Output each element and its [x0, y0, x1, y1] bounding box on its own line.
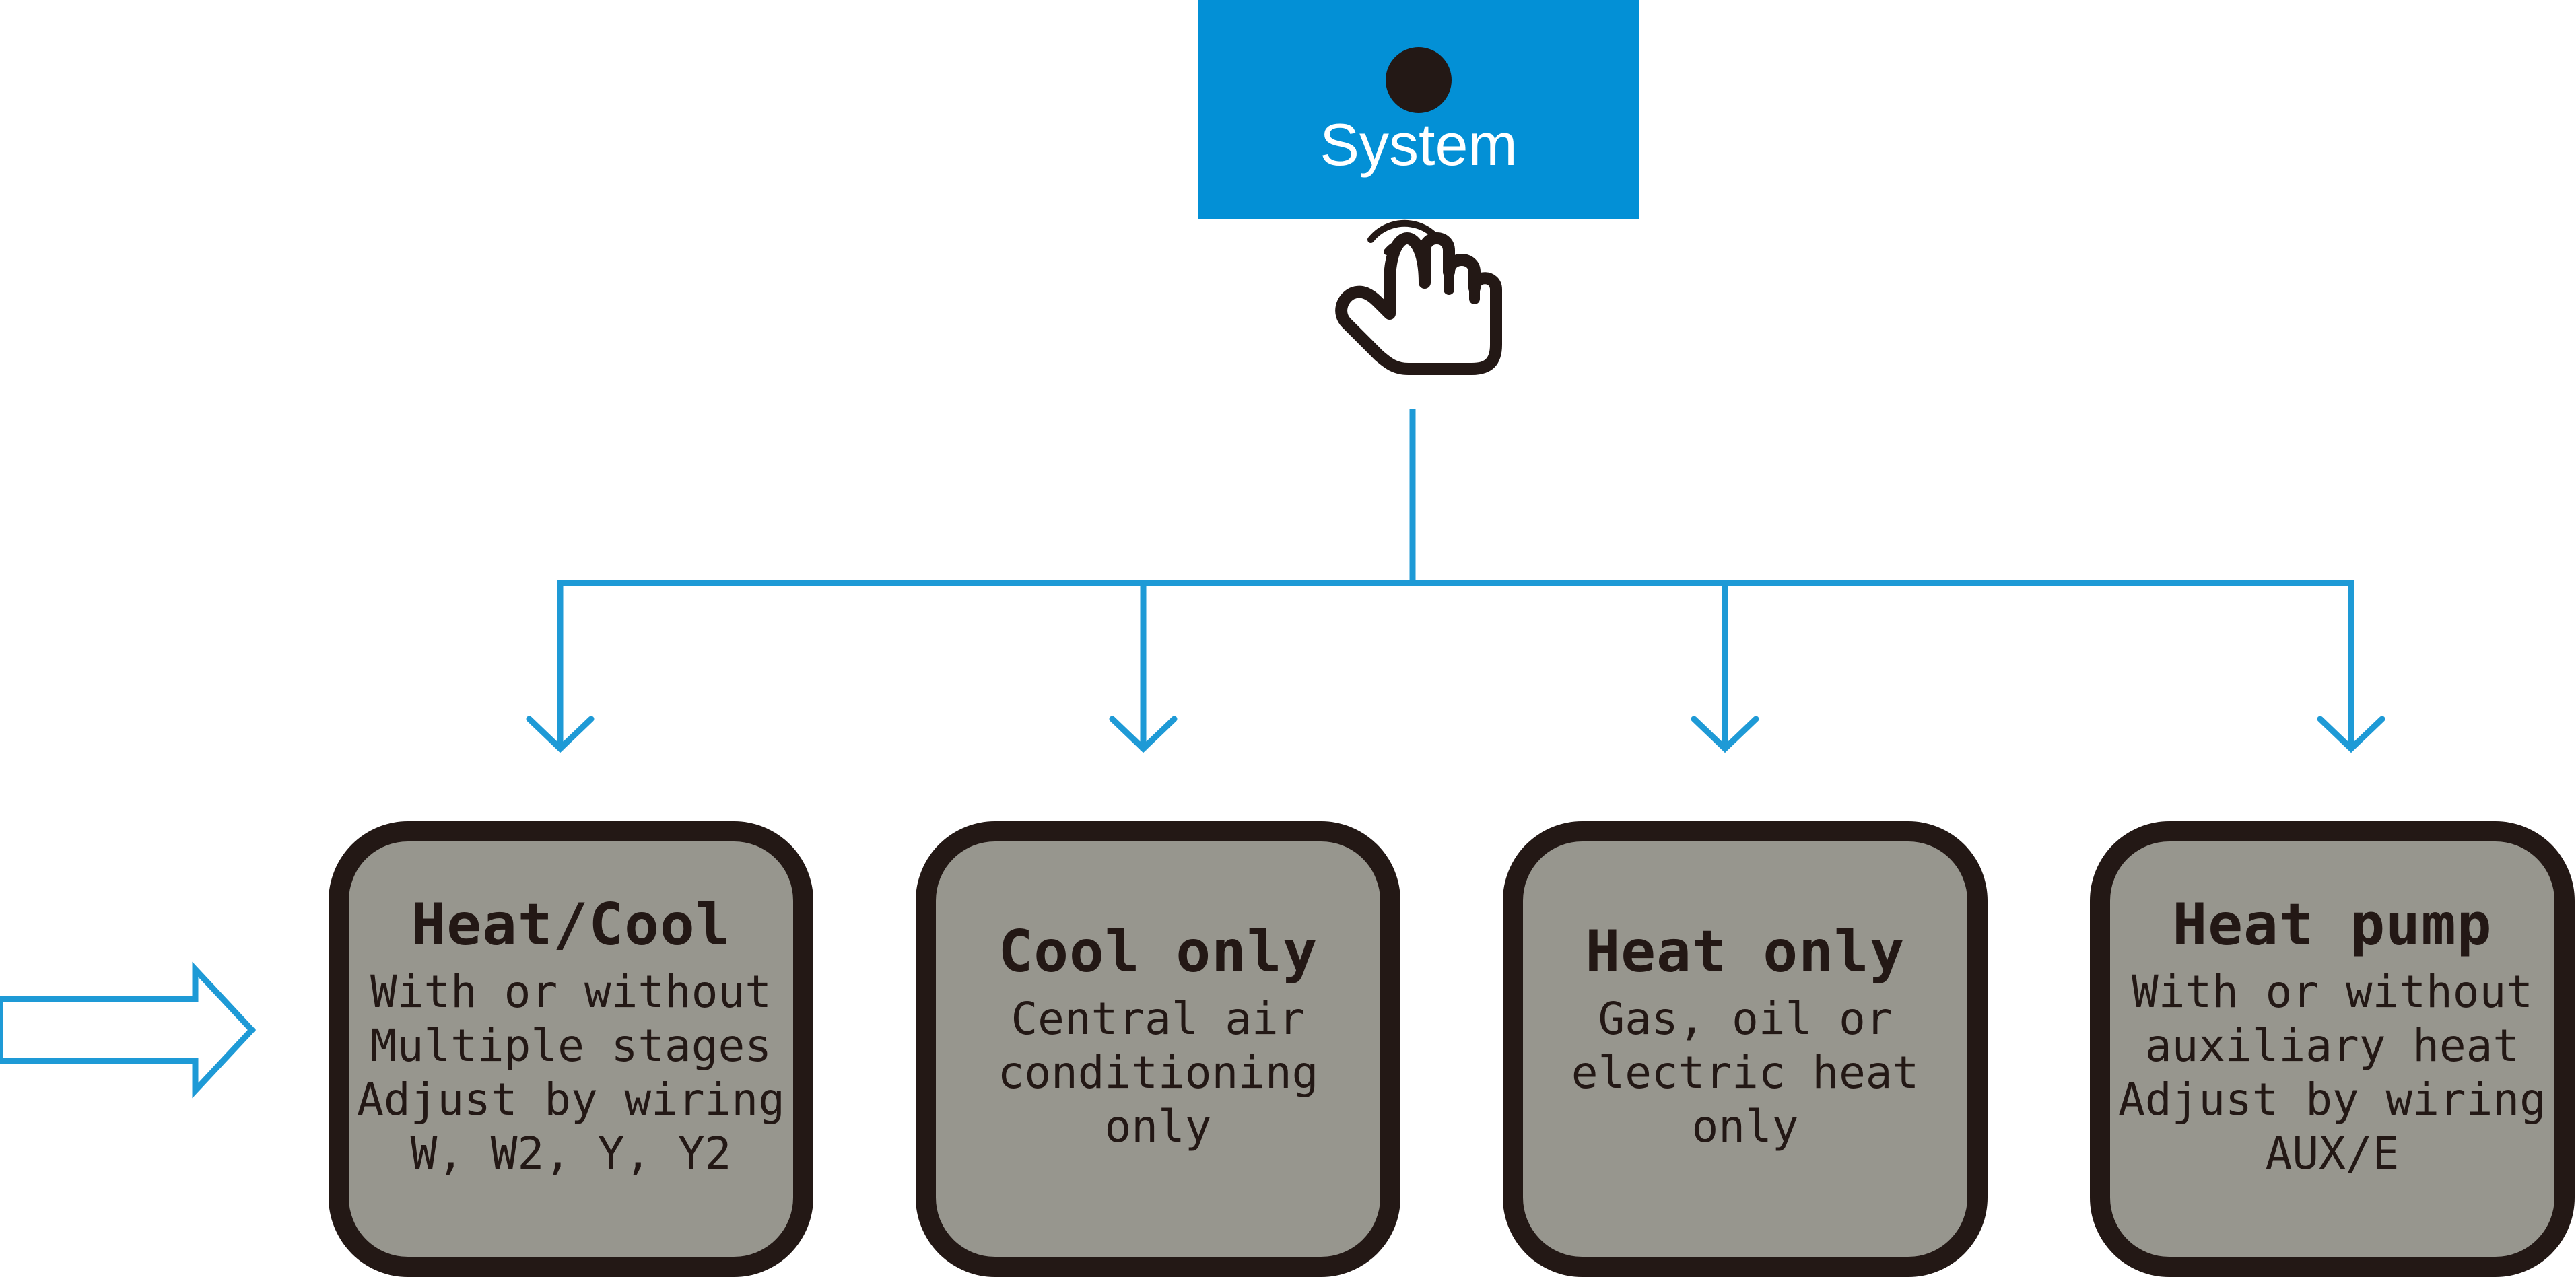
mode-card-description: Central air conditioning only	[998, 992, 1319, 1154]
description-line: Gas, oil or	[1598, 992, 1893, 1045]
description-line: Adjust by wiring	[357, 1073, 785, 1126]
mode-card-description: Gas, oil or electric heat only	[1571, 992, 1920, 1154]
description-line: only	[1691, 1100, 1799, 1152]
system-button-label: System	[1320, 111, 1518, 178]
description-line: auxiliary heat	[2144, 1019, 2520, 1072]
description-line: only	[1104, 1100, 1212, 1152]
mode-card-title: Heat pump	[2172, 891, 2493, 959]
mode-card-title: Cool only	[998, 918, 1318, 986]
description-line: AUX/E	[2265, 1127, 2400, 1179]
system-button[interactable]: System	[1198, 0, 1639, 219]
mode-card-description: With or without auxiliary heat Adjust by…	[2118, 965, 2546, 1181]
hollow-right-arrow-icon	[0, 961, 257, 1099]
description-line: Central air	[1011, 992, 1306, 1045]
description-line: electric heat	[1571, 1046, 1920, 1099]
description-line: With or without	[2131, 965, 2533, 1018]
mode-card-cool-only[interactable]: Cool only Central air conditioning only	[916, 821, 1400, 1277]
mode-card-title: Heat/Cool	[411, 891, 731, 959]
mode-card-description: With or without Multiple stages Adjust b…	[357, 965, 785, 1181]
pointing-hand-tap-icon	[1335, 219, 1502, 375]
arrow-head-heat-cool	[526, 716, 595, 753]
indicator-dot	[1386, 47, 1452, 113]
arrow-head-heat-pump	[2317, 716, 2385, 753]
mode-card-heat-cool[interactable]: Heat/Cool With or without Multiple stage…	[329, 821, 813, 1277]
description-line: conditioning	[997, 1046, 1319, 1099]
description-line: With or without	[370, 965, 772, 1018]
mode-card-heat-pump[interactable]: Heat pump With or without auxiliary heat…	[2090, 821, 2575, 1277]
mode-card-heat-only[interactable]: Heat only Gas, oil or electric heat only	[1503, 821, 1988, 1277]
description-line: W, W2, Y, Y2	[410, 1127, 732, 1179]
description-line: Adjust by wiring	[2118, 1073, 2546, 1126]
mode-card-title: Heat only	[1585, 918, 1905, 986]
arrow-head-cool-only	[1109, 716, 1178, 753]
arrow-head-heat-only	[1691, 716, 1759, 753]
description-line: Multiple stages	[370, 1019, 772, 1072]
